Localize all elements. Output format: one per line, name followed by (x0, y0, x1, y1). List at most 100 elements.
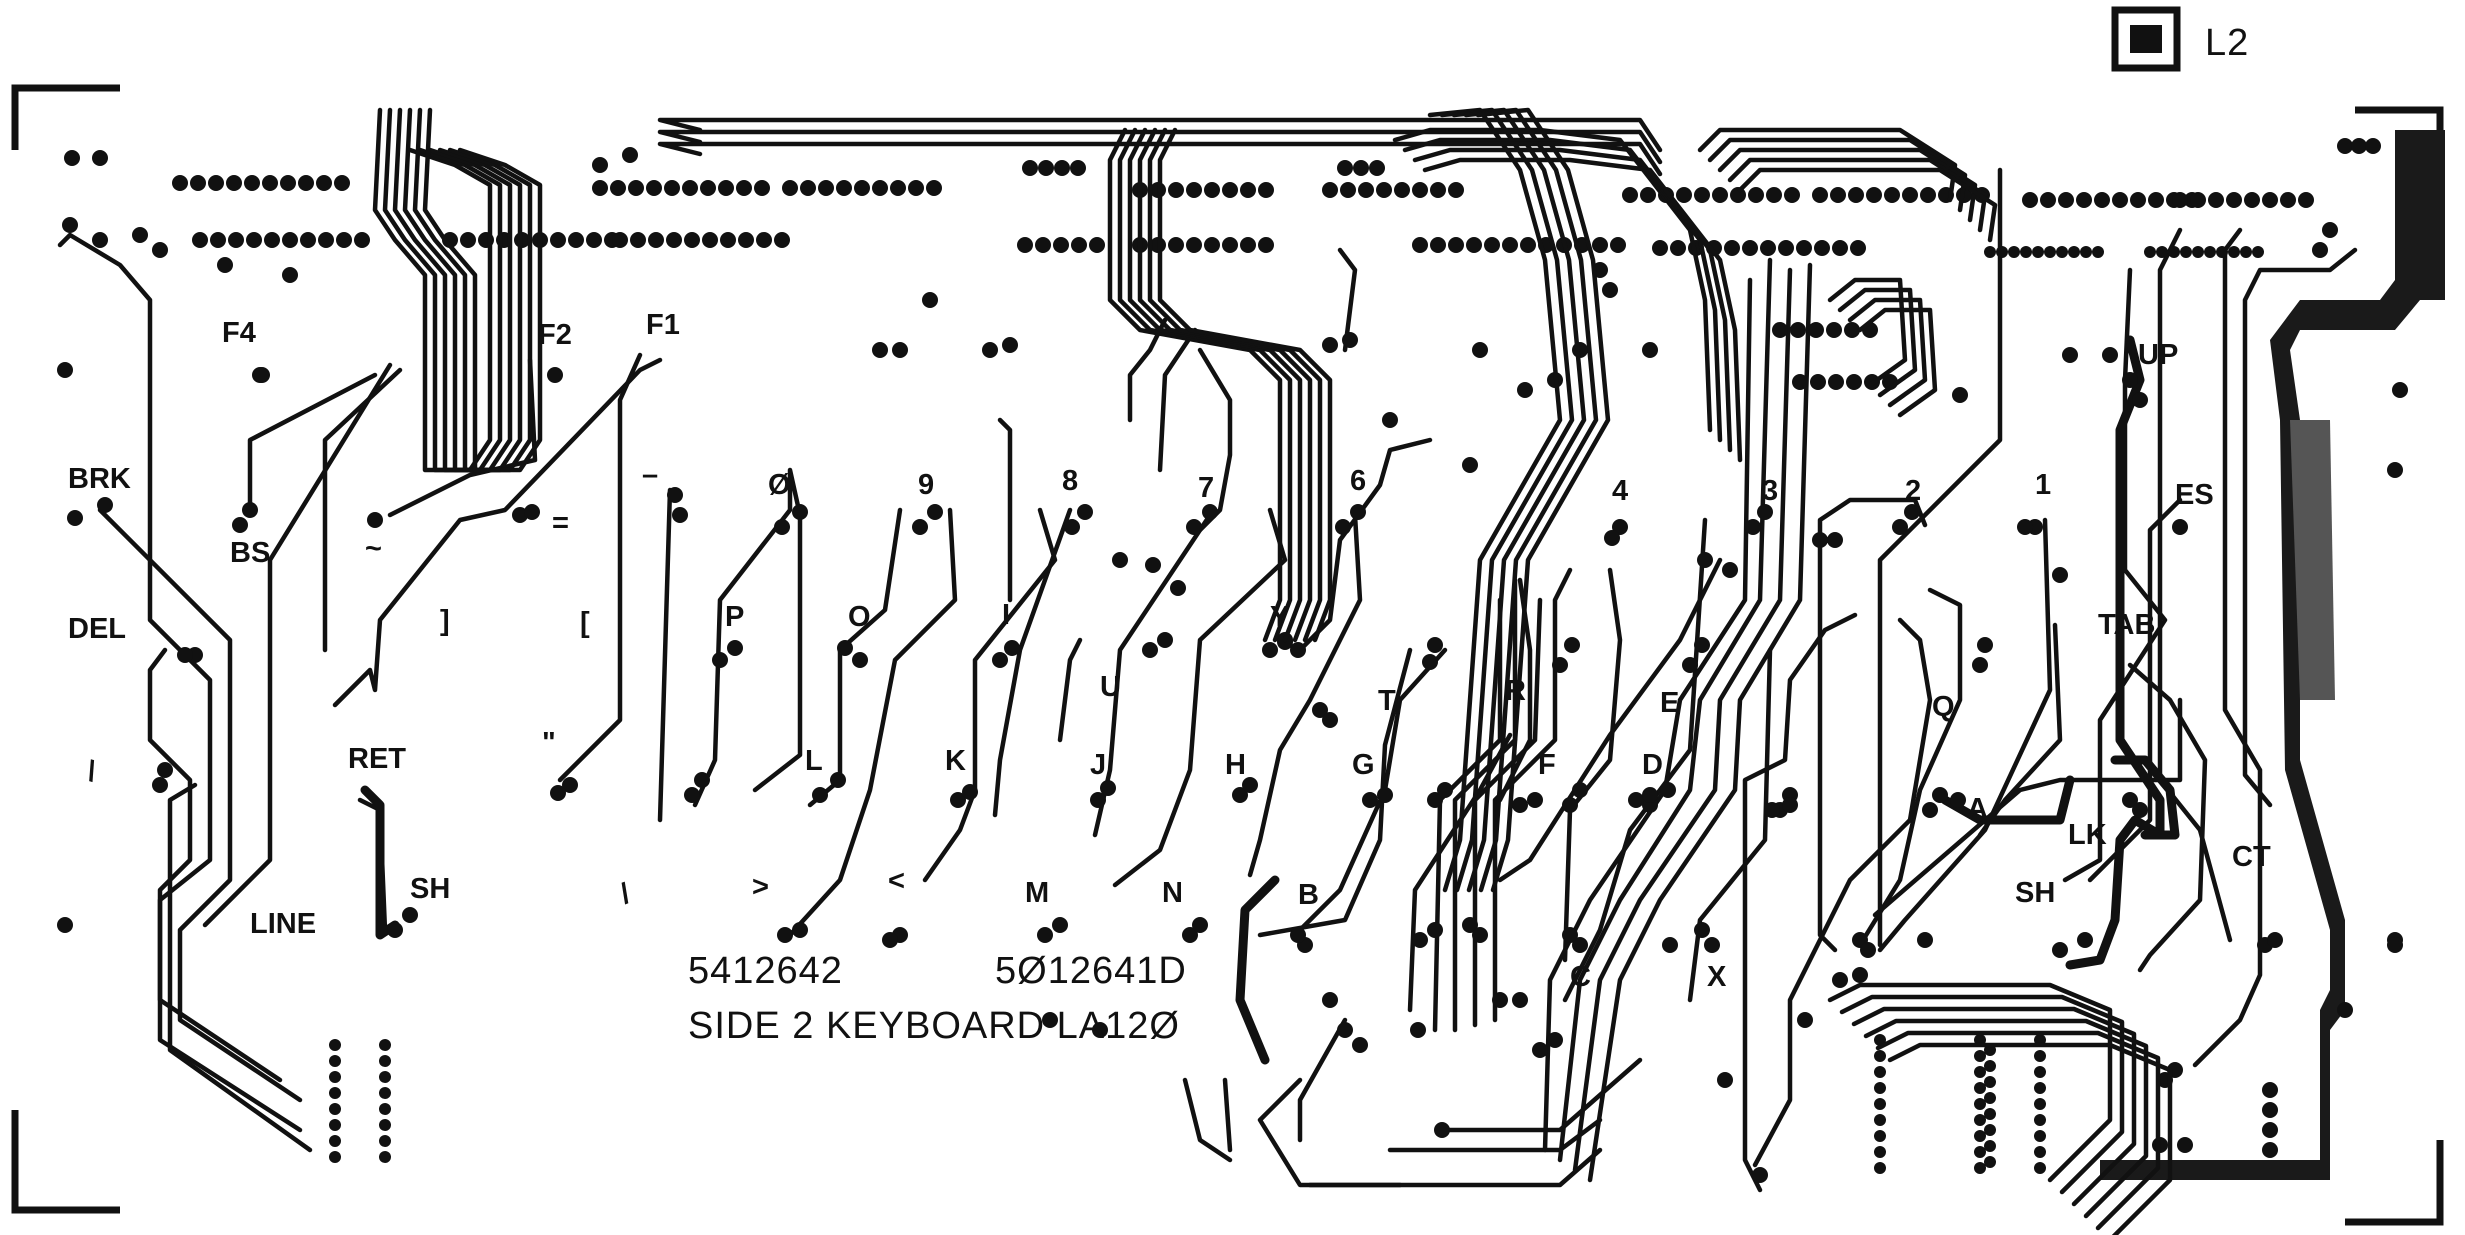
key-label-o: O (848, 601, 871, 633)
solder-pad (1984, 246, 1996, 258)
solder-pad (1562, 927, 1578, 943)
solder-pad (812, 787, 828, 803)
key-label-j: J (1090, 749, 1106, 781)
solder-pad (1996, 246, 2008, 258)
solder-pad (1002, 337, 1018, 353)
solder-pad (1676, 187, 1692, 203)
trace-fans (372, 107, 2173, 1235)
solder-pad (2156, 246, 2168, 258)
solder-pad (892, 342, 908, 358)
solder-pad (1240, 237, 1256, 253)
solder-pad (1796, 240, 1812, 256)
solder-pad (667, 487, 683, 503)
solder-pad (550, 785, 566, 801)
solder-pad (2264, 1124, 2276, 1136)
solder-pad (672, 507, 688, 523)
solder-pad (1232, 787, 1248, 803)
trace-bundle-line (1887, 1042, 2173, 1235)
solder-pad (1412, 237, 1428, 253)
solder-pad (1312, 702, 1328, 718)
solder-pad (1974, 1050, 1986, 1062)
solder-pad (300, 232, 316, 248)
solder-pad (1984, 1156, 1996, 1168)
solder-pad (777, 927, 793, 943)
part-number-2: 5Ø12641D (995, 950, 1187, 992)
solder-pad (1512, 992, 1528, 1008)
key-label-minus: – (642, 459, 658, 491)
solder-pad (2034, 1066, 2046, 1078)
solder-pad (1377, 787, 1393, 803)
solder-pad (1832, 240, 1848, 256)
solder-pad (2077, 932, 2093, 948)
solder-pad (1984, 1092, 1996, 1104)
solder-pad (646, 180, 662, 196)
solder-pad (244, 175, 260, 191)
solder-pad (1242, 777, 1258, 793)
solder-pad (379, 1151, 391, 1163)
key-label-up: UP (2138, 339, 2178, 371)
solder-pad (1860, 942, 1876, 958)
solder-pad (157, 762, 173, 778)
solder-pad (818, 180, 834, 196)
solder-pad (2298, 192, 2314, 208)
ground-plane (2100, 130, 2445, 1180)
solder-pad (1362, 792, 1378, 808)
solder-pad (1437, 782, 1453, 798)
solder-pad (217, 257, 233, 273)
solder-pad (329, 1119, 341, 1131)
trace-bundle-line (1402, 137, 1723, 443)
trace-bundle-line (1412, 147, 1733, 453)
solder-pad (2022, 192, 2038, 208)
solder-pad (1192, 917, 1208, 933)
solder-pad (1892, 519, 1908, 535)
solder-pad (922, 292, 938, 308)
solder-pad (379, 1135, 391, 1147)
solder-pad (1612, 519, 1628, 535)
solder-pad (1742, 240, 1758, 256)
solder-pad (1874, 1114, 1886, 1126)
solder-pad (1472, 927, 1488, 943)
key-label-three: 3 (1762, 475, 1778, 507)
solder-pad (1974, 1162, 1986, 1174)
solder-pad (2204, 246, 2216, 258)
solder-pad (1448, 182, 1464, 198)
solder-pad (1170, 580, 1186, 596)
solder-pad (1017, 237, 1033, 253)
solder-pad (379, 1103, 391, 1115)
solder-pad (837, 640, 853, 656)
solder-pad (2132, 392, 2148, 408)
solder-pad (1462, 917, 1478, 933)
solder-pad (2168, 246, 2180, 258)
key-label-i: I (1002, 599, 1010, 631)
solder-pad (1904, 504, 1920, 520)
solder-pad (1984, 1060, 1996, 1072)
solder-pad (792, 922, 808, 938)
solder-pad (2034, 1146, 2046, 1158)
heavy-traces (360, 335, 2180, 1065)
key-label-l: L (805, 745, 823, 777)
solder-pad (1258, 237, 1274, 253)
solder-pad (177, 647, 193, 663)
key-label-bs: BS (230, 537, 270, 569)
trace-bundle-line (1827, 277, 1908, 388)
solder-pad (1844, 322, 1860, 338)
solder-pad (329, 1103, 341, 1115)
trace-bundle-line (1837, 287, 1918, 398)
trace-bundle-line (1717, 147, 1978, 223)
solder-pad (774, 232, 790, 248)
solder-pad (1335, 519, 1351, 535)
solder-pad (1353, 160, 1369, 176)
solder-pad (1974, 1098, 1986, 1110)
solder-pad (1984, 1140, 1996, 1152)
solder-pad (1717, 1072, 1733, 1088)
solder-pad (1602, 282, 1618, 298)
solder-pad (1204, 237, 1220, 253)
trace-bundle-line (1839, 994, 2125, 1195)
solder-pad (1752, 1167, 1768, 1183)
solder-pad (1369, 160, 1385, 176)
solder-pad (379, 1071, 391, 1083)
trace-bundle-line (1727, 157, 1988, 233)
key-label-f1: F1 (646, 309, 680, 341)
key-label-ct: CT (2232, 841, 2271, 873)
solder-pad (336, 232, 352, 248)
